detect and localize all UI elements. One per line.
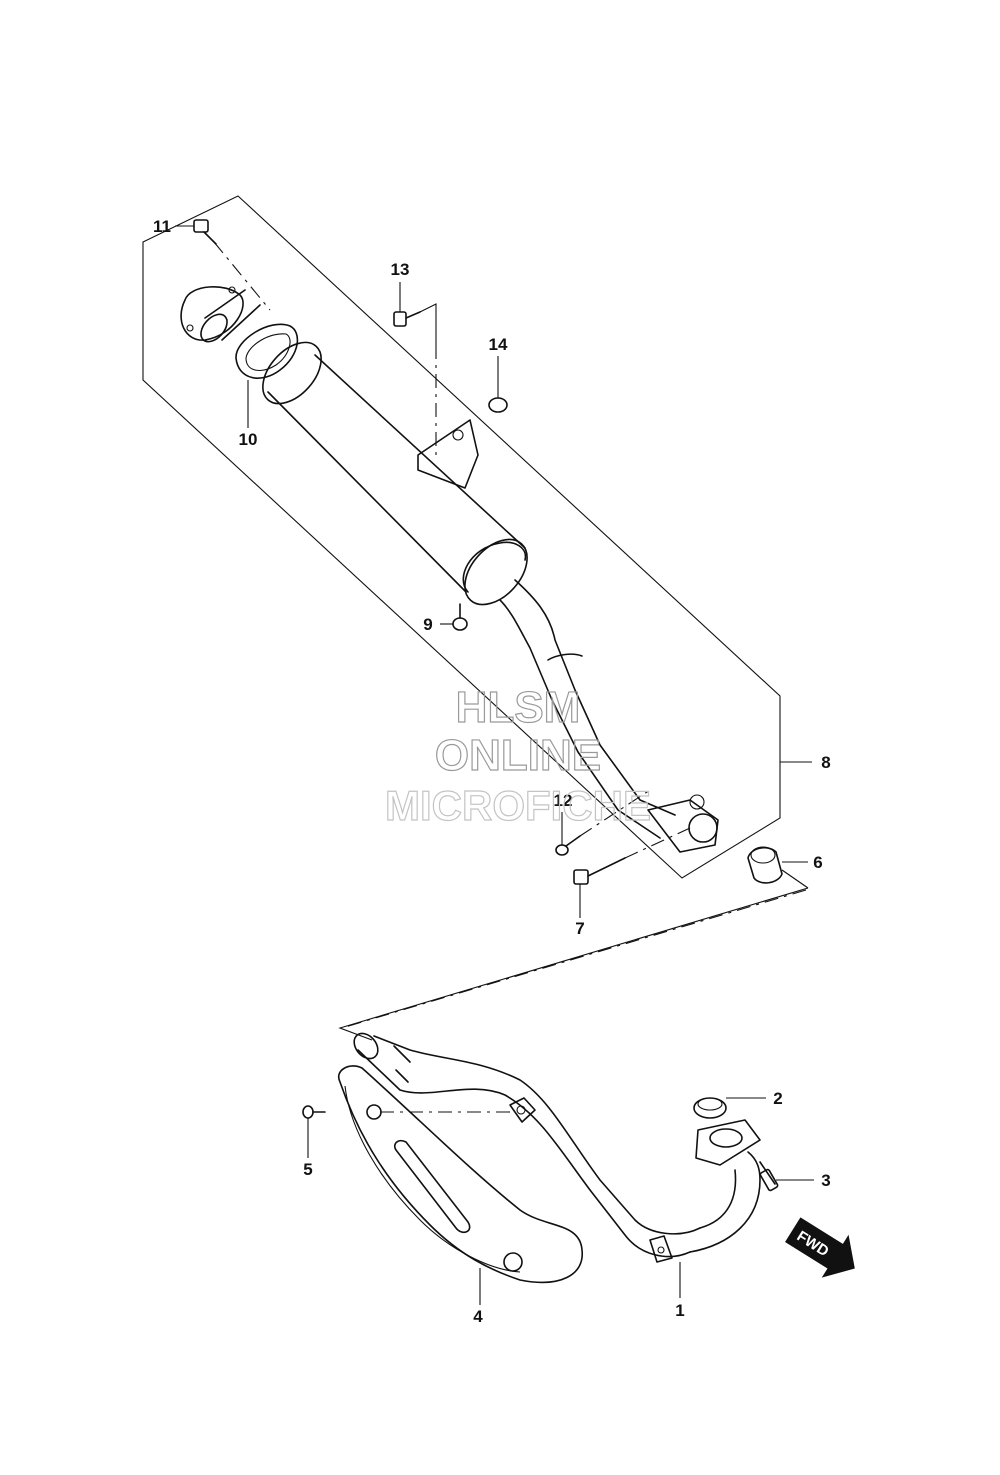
callout-6: 6 [813, 853, 822, 872]
callout-4: 4 [473, 1307, 483, 1326]
watermark-line-1: HLSM [456, 683, 581, 732]
muffler[interactable] [196, 289, 719, 853]
callout-5: 5 [303, 1160, 312, 1179]
exhaust-pipe[interactable] [349, 1029, 761, 1263]
watermark-line-2: ONLINE [435, 731, 601, 780]
callout-11: 11 [153, 217, 171, 236]
callout-8: 8 [821, 753, 830, 772]
gasket[interactable] [235, 323, 299, 379]
bolt-11[interactable] [193, 219, 217, 245]
callout-labels: 1 2 3 4 5 6 7 8 9 10 11 12 13 14 [153, 217, 831, 1326]
callout-14: 14 [489, 335, 508, 354]
callout-1: 1 [675, 1301, 684, 1320]
callout-10: 10 [239, 430, 258, 449]
bolt-13[interactable] [393, 311, 421, 327]
callout-3: 3 [821, 1171, 830, 1190]
connection-line [338, 869, 809, 1041]
callout-13: 13 [391, 260, 410, 279]
forward-direction-arrow: FWD [785, 1217, 855, 1278]
callout-12: 12 [554, 791, 573, 810]
bolt-7[interactable] [573, 857, 626, 885]
callout-leaders [175, 225, 814, 1305]
nut-14[interactable] [488, 397, 508, 413]
outlet-flange[interactable] [180, 285, 244, 341]
bolt-5[interactable] [302, 1105, 326, 1119]
heat-guard[interactable] [337, 1065, 583, 1284]
fwd-arrow-shape [785, 1217, 855, 1278]
bolt-13-axis [419, 303, 437, 345]
connection-dash [344, 889, 807, 1028]
watermark-line-3: MICROFICHE [385, 782, 651, 829]
bolt-3[interactable] [759, 1161, 779, 1192]
bolt-12[interactable] [555, 835, 581, 856]
cushion-6[interactable] [747, 846, 783, 884]
gasket-2[interactable] [693, 1097, 727, 1119]
muffler-assembly-boundary [142, 195, 781, 879]
callout-2: 2 [773, 1089, 782, 1108]
bolt-9[interactable] [452, 603, 468, 631]
callout-9: 9 [423, 615, 432, 634]
callout-7: 7 [575, 919, 584, 938]
watermark: HLSM ONLINE MICROFICHE [384, 682, 651, 829]
